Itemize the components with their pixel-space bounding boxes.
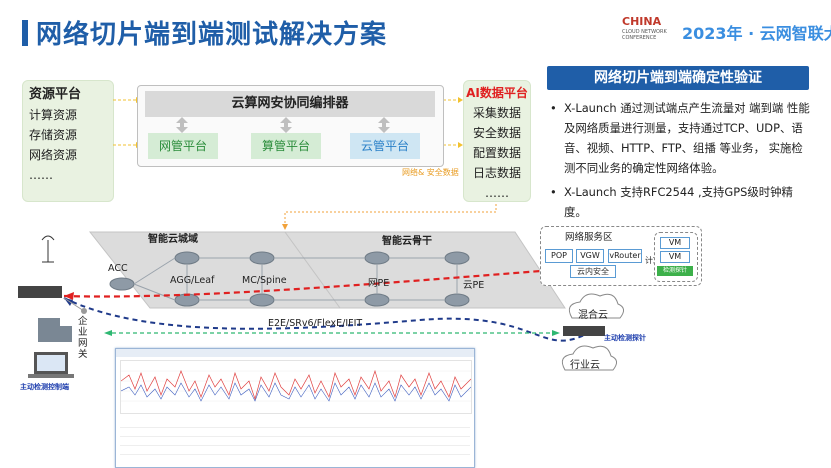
page-title: 网络切片端到端测试解决方案 xyxy=(36,20,388,50)
section-heading: 网络切片端到端确定性验证 xyxy=(547,66,809,90)
controller-label: 主动检测控制端 xyxy=(20,383,69,391)
vm-box: VM xyxy=(660,237,690,249)
bullet-item: • X-Launch 通过测试端点产生流量对 端到端 性能及网络质量进行测量，支… xyxy=(550,98,812,178)
service-zone-label: 网络服务区 xyxy=(565,232,613,243)
router-icon xyxy=(174,251,200,265)
bullet-dot-icon: • xyxy=(550,185,557,199)
metro-label: 智能云城域 xyxy=(148,234,198,245)
latency-line-chart xyxy=(120,360,472,414)
red-arrowhead-left xyxy=(64,292,74,300)
bullet-dot-icon: • xyxy=(550,101,557,115)
building-icon xyxy=(38,318,72,342)
pop-box: POP xyxy=(545,249,573,263)
router-links xyxy=(133,257,458,301)
router-icon xyxy=(109,277,135,291)
table-row xyxy=(120,446,470,455)
hybrid-cloud-icon xyxy=(568,293,624,319)
vm-box: VM xyxy=(660,251,690,263)
table-row xyxy=(120,419,470,428)
resource-item: 存储资源 xyxy=(29,128,78,142)
e2e-arrowhead-left xyxy=(104,330,112,336)
e2e-arrowhead-right xyxy=(552,330,560,336)
cloud-mgmt-platform: 云管平台 xyxy=(350,133,420,159)
access-device-icon xyxy=(18,286,62,298)
mc-label: MC/Spine xyxy=(242,275,287,286)
probe-label: 主动检测探针 xyxy=(604,334,646,342)
conference-logo: CHINA CLOUD NETWORK CONFERENCE xyxy=(622,16,682,48)
data-item: …… xyxy=(485,186,509,200)
table-row xyxy=(120,437,470,446)
measurement-screenshot xyxy=(115,348,475,468)
antenna-icon xyxy=(41,235,55,263)
hybrid-cloud-label: 混合云 xyxy=(578,310,608,321)
data-item: 配置数据 xyxy=(472,146,521,160)
agg-label: AGG/Leaf xyxy=(170,275,215,286)
backbone-label: 智能云骨干 xyxy=(382,236,432,247)
logo-sub2-text: CONFERENCE xyxy=(622,35,657,41)
probe-small-label: 检测探针 xyxy=(657,266,693,276)
title-accent-bar xyxy=(22,20,28,46)
updown-arrow-icon xyxy=(176,117,188,133)
logo-sub1-text: CLOUD NETWORK xyxy=(622,29,667,35)
router-icon xyxy=(249,251,275,265)
probe-device-icon xyxy=(563,326,605,336)
industry-cloud-label: 行业云 xyxy=(570,360,600,371)
data-item: 日志数据 xyxy=(472,166,521,180)
data-feed-arrowhead xyxy=(282,224,288,230)
router-icon xyxy=(444,293,470,307)
screenshot-titlebar xyxy=(116,349,474,357)
data-feed-line xyxy=(284,200,497,226)
orchestrator-title: 云算网安协同编排器 xyxy=(145,91,435,117)
logo-china-text: CHINA xyxy=(622,15,662,28)
router-icon xyxy=(364,251,390,265)
router-icon xyxy=(249,293,275,307)
updown-arrow-icon xyxy=(378,117,390,133)
router-icon xyxy=(364,293,390,307)
ai-data-platform-heading: AI数据平台 xyxy=(466,86,528,100)
resource-platform-heading: 资源平台 xyxy=(29,87,82,102)
router-icon xyxy=(444,251,470,265)
bullet-item: • X-Launch 支持RFC2544 ,支持GPS级时钟精度。 xyxy=(550,182,812,222)
arrowhead-right-bottom xyxy=(458,142,463,148)
updown-arrow-icon xyxy=(280,117,292,133)
resource-item: 计算资源 xyxy=(29,108,78,122)
screenshot-table xyxy=(120,419,470,455)
vrouter-box: vRouter xyxy=(608,249,642,263)
yun-pe-label: 云PE xyxy=(463,280,485,291)
compute-mgmt-platform: 算管平台 xyxy=(251,133,321,159)
logo-year-text: 2023年 · 云网智联大会 xyxy=(682,24,831,43)
industry-cloud-icon xyxy=(561,345,617,371)
table-row xyxy=(120,428,470,437)
resource-item: …… xyxy=(29,168,53,182)
bullet-text: X-Launch 通过测试端点产生流量对 端到端 性能及网络质量进行测量，支持通… xyxy=(564,101,810,175)
vgw-box: VGW xyxy=(576,249,604,263)
resource-platform-panel: 资源平台 计算资源 存储资源 网络资源 …… xyxy=(22,80,114,202)
acc-label: ACC xyxy=(108,263,128,274)
arrowhead-right-top xyxy=(458,97,463,103)
red-test-path xyxy=(63,266,581,298)
navy-test-path xyxy=(63,297,591,342)
data-item: 安全数据 xyxy=(472,126,521,140)
bullet-list: • X-Launch 通过测试端点产生流量对 端到端 性能及网络质量进行测量，支… xyxy=(550,98,812,226)
cloud-security-box: 云内安全 xyxy=(570,265,616,278)
chart-grid xyxy=(121,370,471,402)
e2e-label: E2E/SRv6/FlexE/IFIT xyxy=(268,318,363,329)
backbone-plane xyxy=(284,231,566,309)
net-sec-data-note: 网络& 安全数据 xyxy=(402,168,459,177)
ai-data-platform-panel: AI数据平台 采集数据 安全数据 配置数据 日志数据 …… xyxy=(463,80,531,202)
wang-pe-label: 网PE xyxy=(368,278,390,289)
series-red-line xyxy=(121,369,471,401)
bullet-text: X-Launch 支持RFC2544 ,支持GPS级时钟精度。 xyxy=(564,185,793,219)
compute-label: 计算 xyxy=(645,256,661,265)
resource-item: 网络资源 xyxy=(29,148,78,162)
series-blue-line xyxy=(121,382,471,402)
laptop-icon xyxy=(28,352,74,378)
enterprise-gateway-label: 企业网关 xyxy=(78,316,88,360)
data-item: 采集数据 xyxy=(472,106,521,120)
gateway-link xyxy=(63,297,85,312)
network-mgmt-platform: 网管平台 xyxy=(148,133,218,159)
